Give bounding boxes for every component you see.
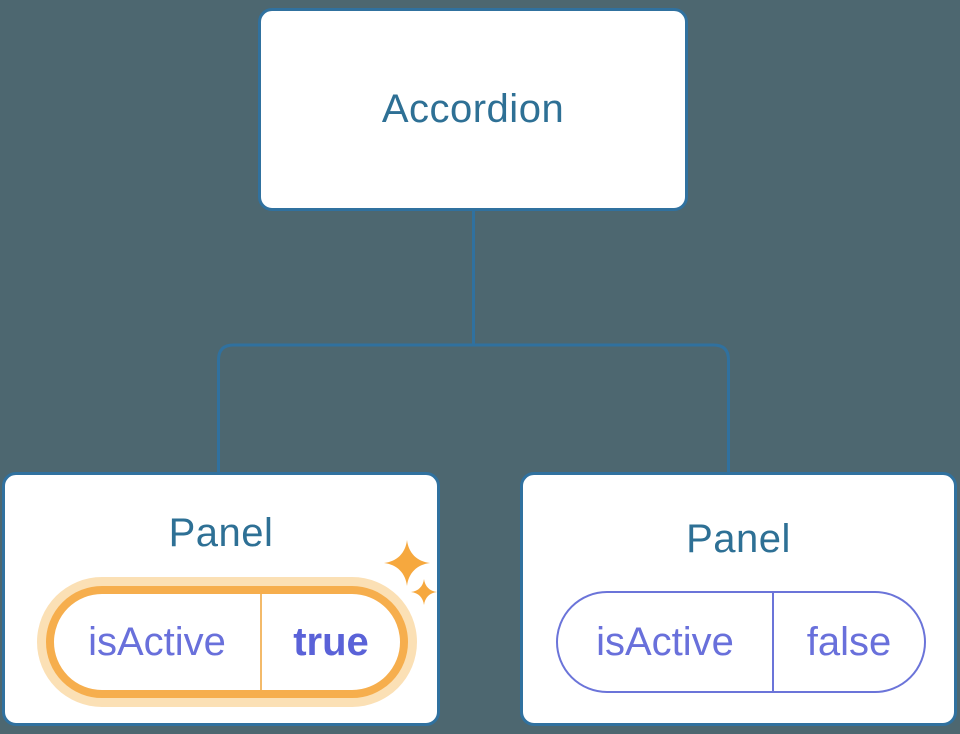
pill-divider	[772, 593, 774, 691]
state-value-label: false	[806, 619, 892, 664]
accordion-component-node: Accordion	[258, 8, 688, 211]
panel-component-node-active: Panel isActive true	[2, 472, 440, 726]
state-pill-active: isActive true	[46, 586, 408, 698]
panel-component-node-inactive: Panel isActive false	[520, 472, 957, 726]
accordion-node-label: Accordion	[381, 87, 565, 131]
state-pill-inactive: isActive false	[556, 591, 926, 693]
pill-divider	[260, 594, 262, 690]
panel-node-label: Panel	[686, 517, 791, 561]
state-key-label: isActive	[88, 619, 226, 664]
sparkle-icon	[384, 540, 437, 605]
panel-node-label: Panel	[168, 511, 274, 555]
state-key-label: isActive	[596, 619, 734, 664]
state-value-label: true	[293, 619, 369, 664]
